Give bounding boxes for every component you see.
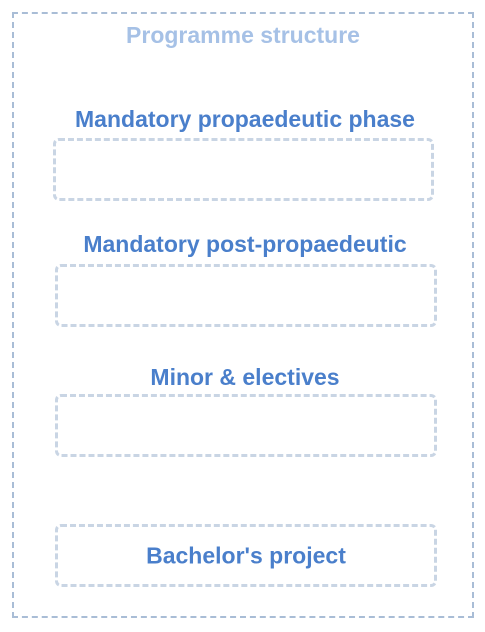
section-box-propaedeutic <box>53 138 434 201</box>
diagram-title: Programme structure <box>126 22 360 48</box>
section-box-minor-electives <box>55 394 437 457</box>
section-heading-minor-electives: Minor & electives <box>150 364 340 390</box>
programme-structure-frame <box>12 12 474 618</box>
section-box-bachelors-project: Bachelor's project <box>55 524 437 587</box>
section-box-post-propaedeutic <box>55 264 437 327</box>
section-label-bachelors-project: Bachelor's project <box>146 542 346 568</box>
section-heading-post-propaedeutic: Mandatory post-propaedeutic <box>83 231 407 257</box>
section-heading-propaedeutic: Mandatory propaedeutic phase <box>75 106 415 132</box>
